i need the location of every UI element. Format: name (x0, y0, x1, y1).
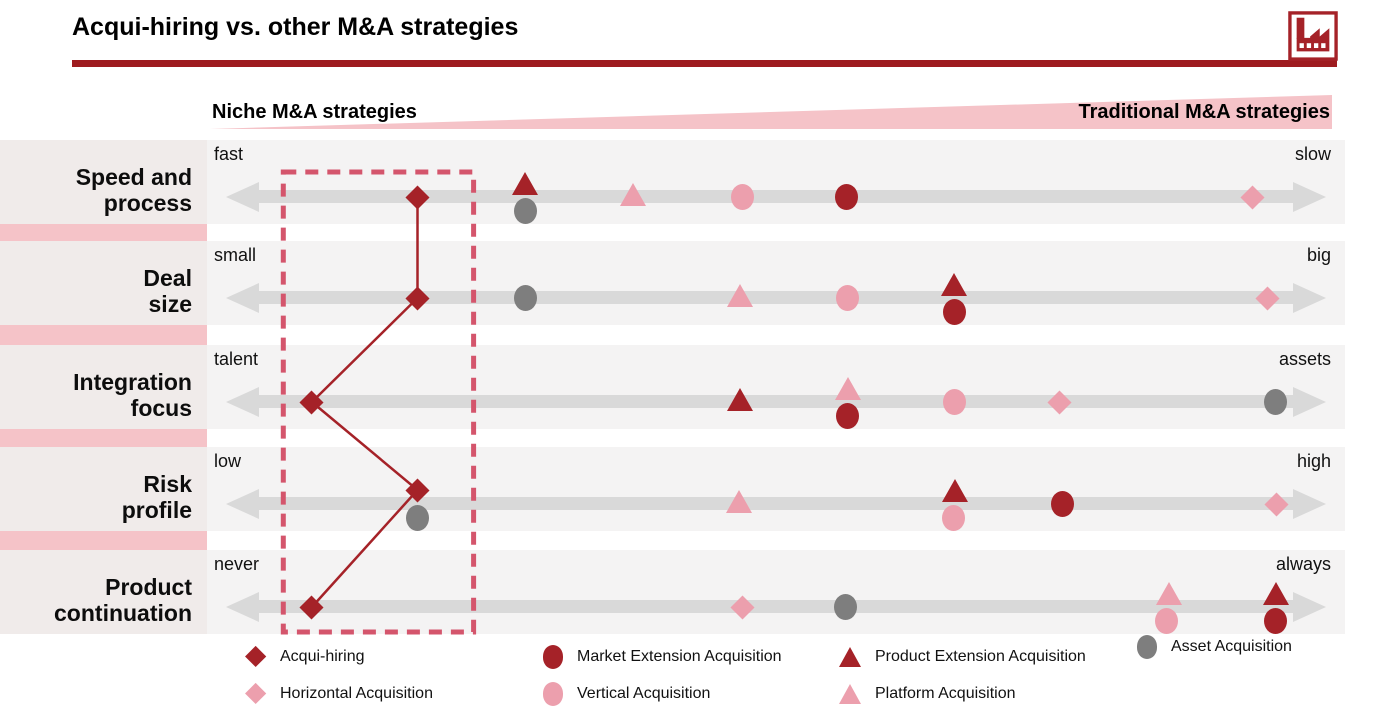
legend-label-acqui: Acqui-hiring (280, 648, 365, 665)
legend-label-horizontal: Horizontal Acquisition (280, 685, 433, 702)
axis-end-label-left: never (214, 554, 260, 574)
marker-product (941, 272, 968, 296)
axis-arrow-head-left (226, 182, 259, 212)
marker-product (942, 478, 969, 502)
axis-end-label-right: slow (1294, 144, 1331, 164)
legend-label-vertical: Vertical Acquisition (577, 685, 711, 702)
marker-market (1050, 491, 1074, 517)
row-divider-strip (0, 325, 207, 345)
spectrum-left-label: Niche M&A strategies (212, 101, 417, 123)
marker-platform (620, 182, 647, 206)
dimension-label-column (0, 140, 207, 634)
row-divider-strip (0, 224, 207, 241)
marker-product (726, 387, 753, 411)
marker-vertical (941, 505, 965, 531)
page-title: Acqui-hiring vs. other M&A strategies (72, 13, 519, 41)
marker-product (512, 171, 539, 195)
axis-arrow-shaft (252, 395, 1296, 408)
legend-marker-product (839, 646, 862, 667)
spectrum-right-label: Traditional M&A strategies (1078, 101, 1330, 123)
axis-end-label-right: high (1296, 451, 1331, 471)
marker-asset (406, 505, 429, 531)
marker-platform (726, 283, 753, 307)
axis-end-label-left: low (214, 451, 242, 471)
marker-market (835, 184, 858, 210)
marker-market (1264, 608, 1287, 634)
axis-end-label-left: fast (214, 144, 244, 164)
axis-end-label-left: small (214, 245, 257, 265)
axis-arrow-head-left (226, 283, 259, 313)
marker-vertical (1155, 608, 1179, 634)
marker-platform (725, 489, 752, 513)
axis-end-label-right: assets (1278, 349, 1331, 369)
marker-asset (833, 594, 857, 620)
marker-vertical (730, 184, 754, 210)
factory-icon (1288, 11, 1338, 61)
marker-platform (834, 376, 861, 400)
legend-label-asset: Asset Acquisition (1171, 638, 1292, 655)
legend-marker-vertical (542, 682, 564, 706)
axis-arrow-shaft (252, 600, 1296, 613)
axis-arrow-shaft (252, 291, 1296, 304)
legend-marker-acqui (245, 646, 267, 668)
legend-marker-platform (839, 683, 862, 704)
legend-label-market: Market Extension Acquisition (577, 648, 782, 665)
axis-end-label-right: always (1275, 554, 1331, 574)
axis-arrow-head-left (226, 387, 259, 417)
marker-market (942, 299, 966, 325)
marker-vertical (942, 389, 966, 415)
marker-asset (1264, 389, 1287, 415)
legend-marker-market (542, 645, 564, 669)
axis-arrow-head-right (1293, 489, 1326, 519)
axis-arrow-head-right (1293, 592, 1326, 622)
axis-arrow-head-right (1293, 283, 1326, 313)
axis-arrow-shaft (252, 497, 1296, 510)
title-rule (72, 60, 1337, 67)
legend-label-product: Product Extension Acquisition (875, 648, 1086, 665)
legend-marker-horizontal (245, 683, 267, 705)
axis-arrow-head-right (1293, 182, 1326, 212)
marker-product (1262, 581, 1289, 605)
row-divider-strip (0, 429, 207, 447)
marker-platform (1155, 581, 1182, 605)
legend-label-platform: Platform Acquisition (875, 685, 1016, 702)
marker-market (836, 403, 860, 429)
legend-marker-asset (1136, 635, 1158, 659)
row-divider-strip (0, 531, 207, 550)
axis-end-label-left: talent (214, 349, 259, 369)
axis-arrow-head-left (226, 592, 259, 622)
axis-arrow-head-right (1293, 387, 1326, 417)
marker-asset (513, 198, 537, 224)
marker-vertical (836, 285, 860, 311)
axis-arrow-head-left (226, 489, 259, 519)
axis-end-label-right: big (1306, 245, 1331, 265)
marker-asset (513, 285, 537, 311)
